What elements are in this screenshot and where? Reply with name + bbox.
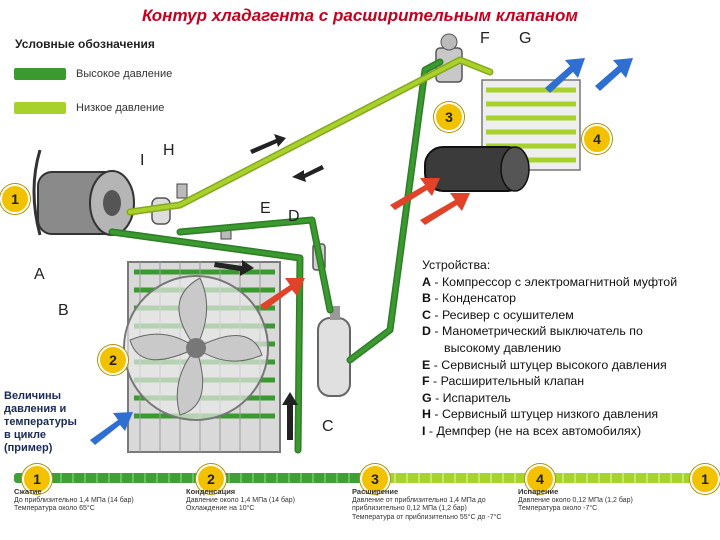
- blower: [424, 146, 530, 192]
- stage-marker-1: 1: [0, 184, 30, 214]
- device-item: D - Манометрический выключатель по: [422, 324, 643, 339]
- label-I: I: [140, 152, 145, 169]
- cycle-stage-2: Конденсация Давление около 1,4 МПа (14 б…: [186, 487, 295, 512]
- receiver-drier: [317, 306, 351, 397]
- cycle-stage-4-marker: 4: [525, 464, 555, 494]
- device-item: C - Ресивер с осушителем: [422, 307, 574, 322]
- label-B: B: [58, 302, 69, 319]
- device-item: G - Испаритель: [422, 390, 511, 405]
- device-item: B - Конденсатор: [422, 291, 517, 306]
- label-A: A: [34, 266, 45, 283]
- legend-title: Условные обозначения: [15, 37, 155, 51]
- service-port-low: [176, 183, 188, 199]
- device-item: E - Сервисный штуцер высокого давления: [422, 357, 667, 372]
- legend-low-swatch: [14, 102, 66, 114]
- airflow-arrows: [90, 58, 633, 445]
- device-item: I - Демпфер (не на всех автомобилях): [422, 423, 642, 438]
- device-list-heading: Устройства:: [422, 258, 491, 272]
- condenser-fan: [123, 275, 269, 421]
- cycle-stage-4: Испарение Давление около 0,12 МПа (1,2 б…: [518, 487, 633, 512]
- cycle-stage-1-marker: 1: [22, 464, 52, 494]
- low-pressure-pipes: [126, 56, 494, 216]
- cycle-stage-2-marker: 2: [196, 464, 226, 494]
- legend-low-label: Низкое давление: [76, 102, 165, 114]
- stage-marker-2: 2: [98, 345, 128, 375]
- label-G: G: [519, 30, 532, 47]
- device-item: H - Сервисный штуцер низкого давления: [422, 407, 659, 422]
- stage-marker-4: 4: [582, 124, 612, 154]
- compressor: [32, 149, 135, 236]
- legend-high-swatch: [14, 68, 66, 80]
- label-C: C: [322, 418, 334, 435]
- device-item: A - Компрессор с электромагнитной муфтой: [422, 274, 678, 289]
- cycle-stage-1: Сжатие До приблизительно 1,4 МПа (14 бар…: [14, 487, 134, 512]
- legend-high-label: Высокое давление: [76, 68, 173, 80]
- device-item: F - Расширительный клапан: [422, 374, 585, 389]
- label-E: E: [260, 200, 271, 217]
- label-H: H: [163, 142, 175, 159]
- cycle-stage-1-repeat-marker: 1: [690, 464, 720, 494]
- cycle-stage-3-marker: 3: [360, 464, 390, 494]
- label-D: D: [288, 208, 300, 225]
- stage-marker-3: 3: [434, 102, 464, 132]
- device-list: Устройства: A - Компрессор с электромагн…: [422, 257, 677, 440]
- flow-arrows: [214, 134, 324, 440]
- cycle-stage-3: Расширение Давление от приблизительно 1,…: [352, 487, 502, 521]
- device-item: высокому давлению: [444, 340, 562, 355]
- cycle-values-note: Величины давления и температуры в цикле …: [4, 390, 77, 454]
- page-title: Контур хладагента с расширительным клапа…: [141, 6, 578, 25]
- label-F: F: [480, 30, 490, 47]
